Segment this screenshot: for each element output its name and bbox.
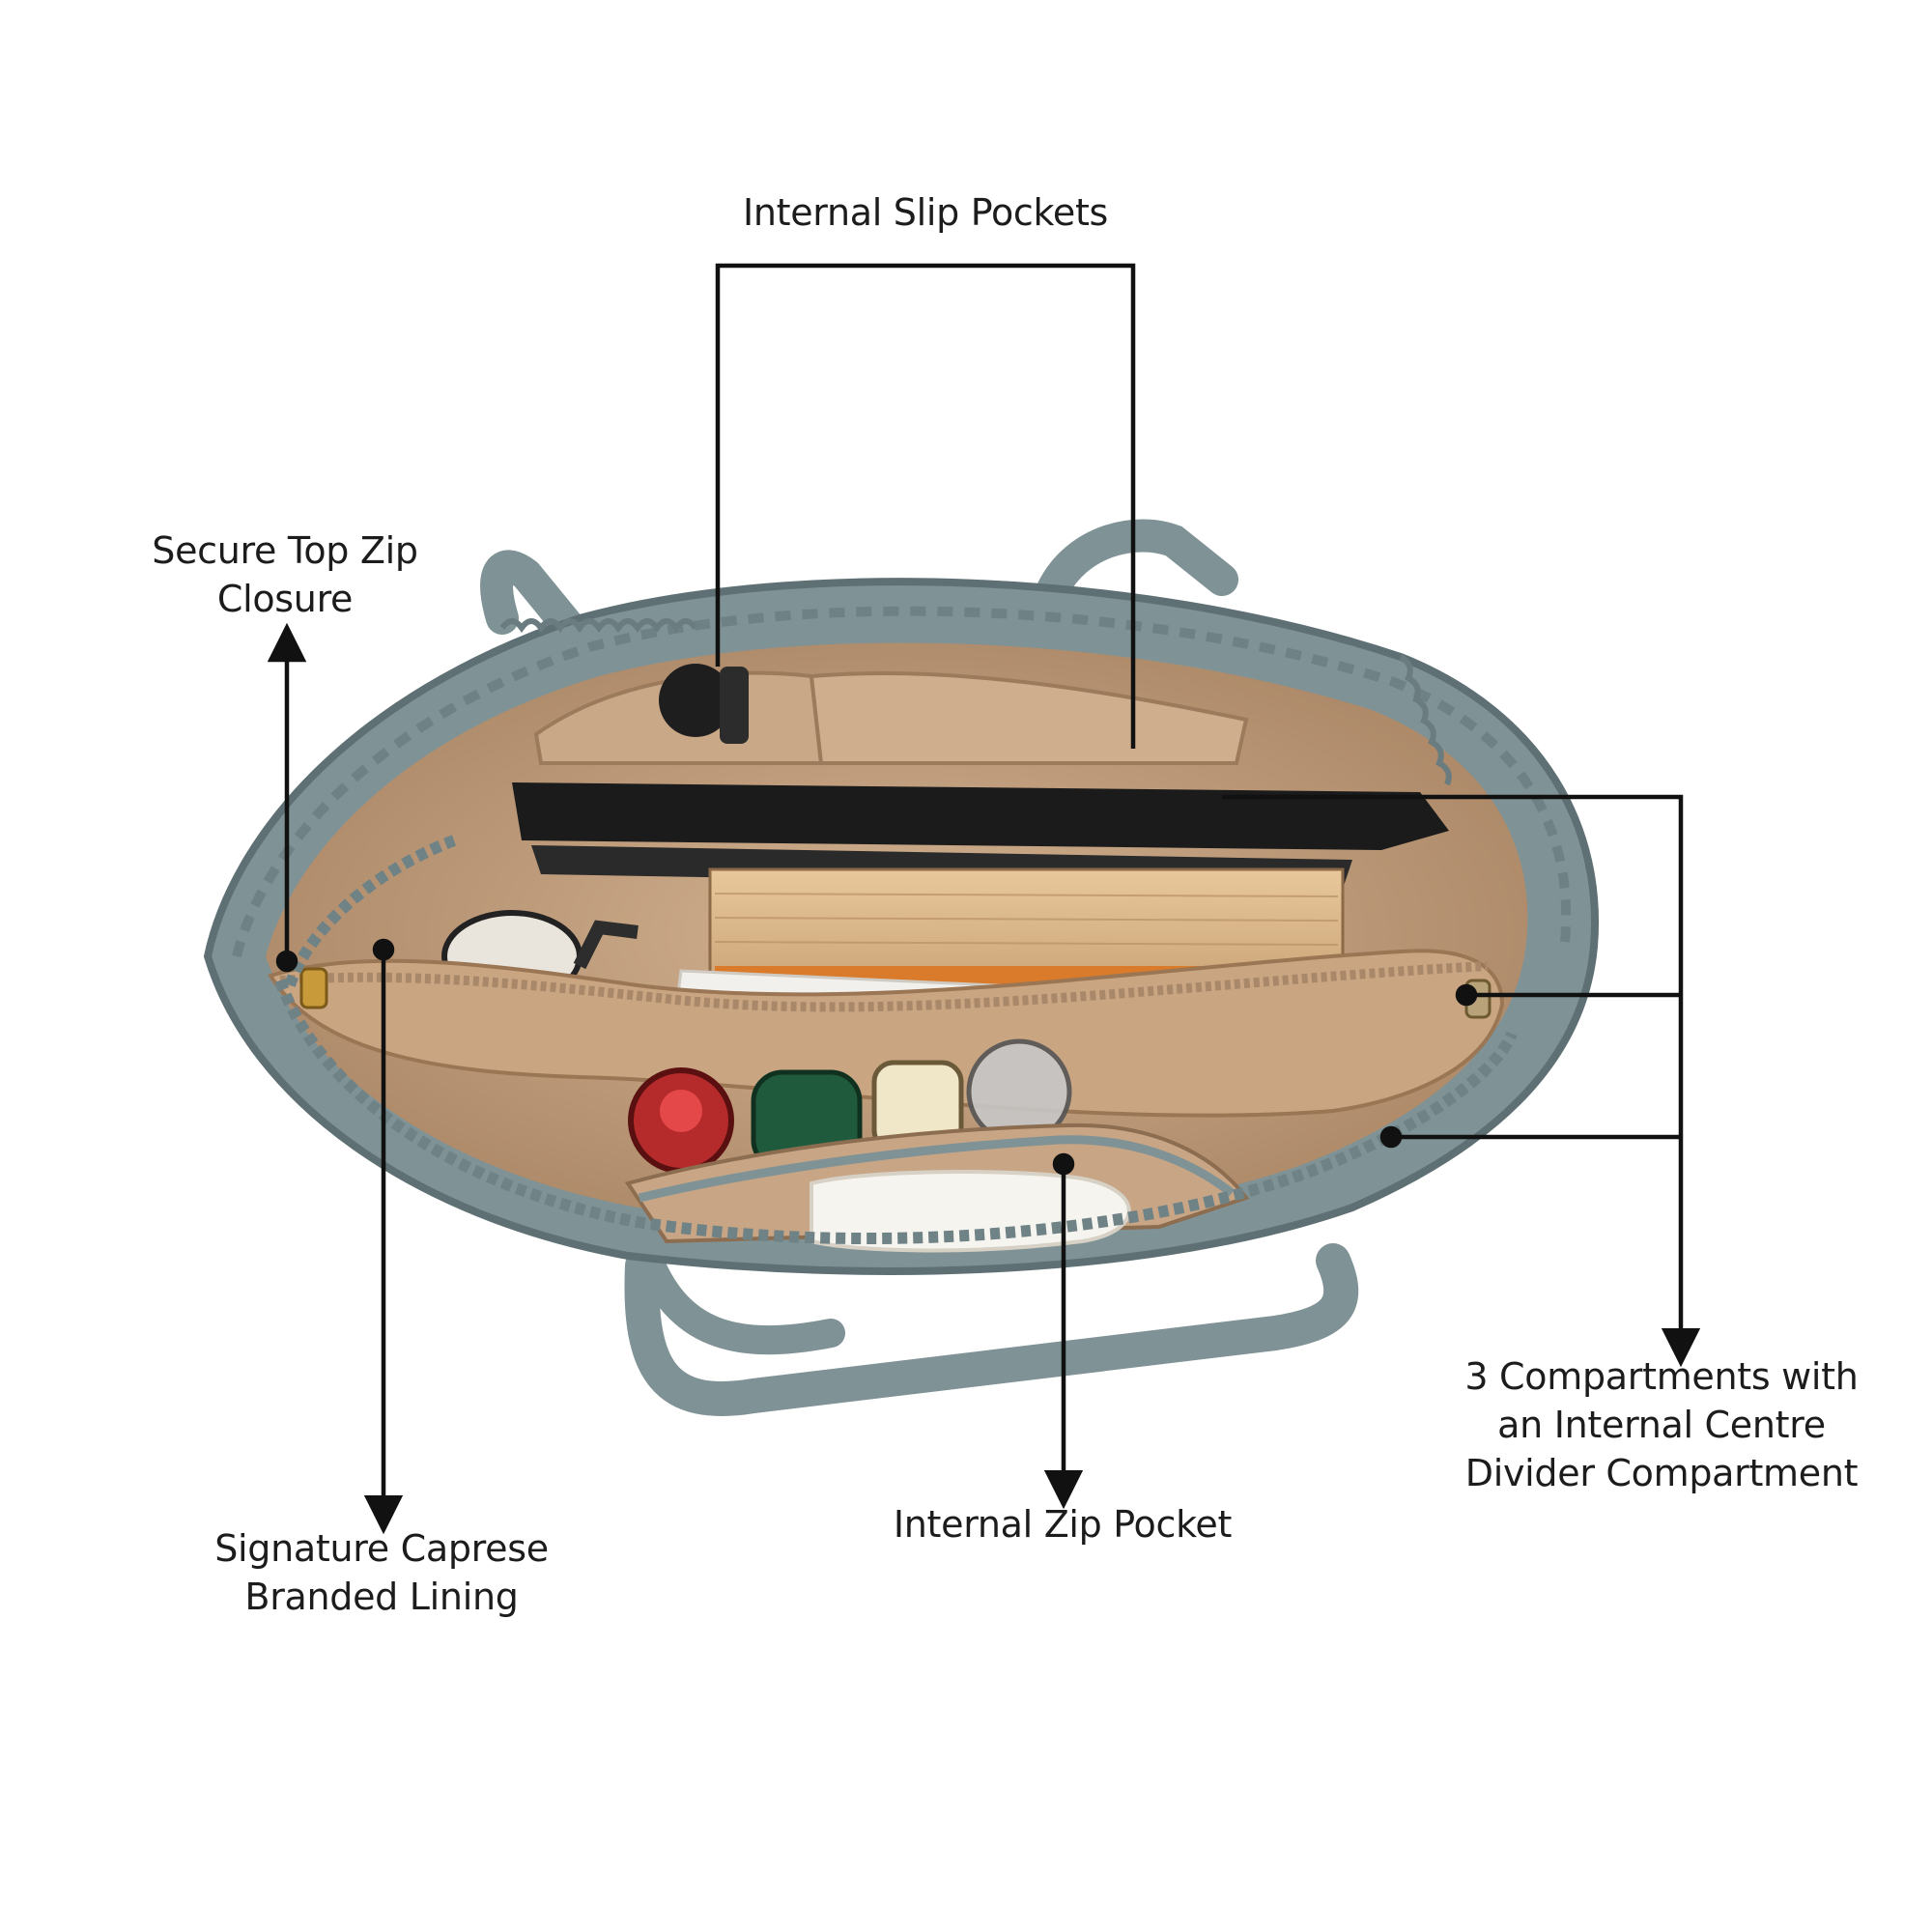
callout-secure-top-zip: Secure Top Zip Closure — [140, 526, 430, 623]
callout-internal-zip-pocket: Internal Zip Pocket — [879, 1500, 1246, 1548]
callout-line: Divider Compartment — [1464, 1452, 1859, 1494]
callout-line: Branded Lining — [244, 1576, 519, 1618]
callout-line: 3 Compartments with — [1464, 1355, 1859, 1398]
leader-lines — [267, 263, 1701, 1535]
callout-line: Secure Top Zip — [152, 529, 418, 572]
callout-line: Closure — [216, 578, 354, 620]
callout-branded-lining: Signature Caprese Branded Lining — [208, 1524, 555, 1621]
callout-line: Internal Zip Pocket — [893, 1503, 1233, 1546]
leader-slip-pockets — [715, 263, 1136, 749]
callout-line: Internal Slip Pockets — [742, 191, 1109, 234]
callout-internal-slip-pockets: Internal Slip Pockets — [732, 188, 1119, 237]
centre-divider — [267, 949, 1505, 1118]
leader-compartments-top — [1222, 794, 1701, 1368]
callout-line: an Internal Centre — [1497, 1404, 1826, 1446]
bag-handles — [480, 519, 1359, 1417]
callout-line: Signature Caprese — [214, 1527, 549, 1570]
callout-three-compartments: 3 Compartments with an Internal Centre D… — [1449, 1352, 1874, 1497]
